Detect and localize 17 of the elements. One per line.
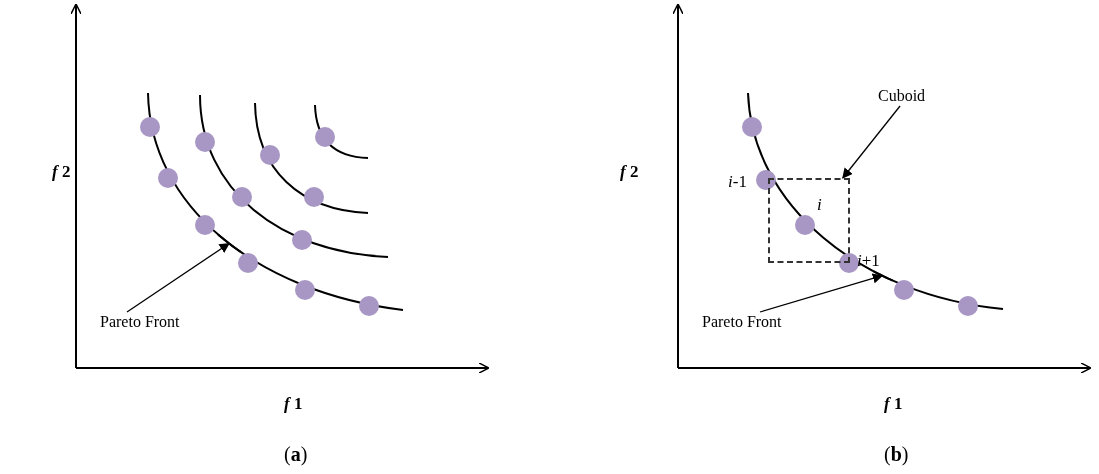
arrow — [126, 242, 230, 313]
text-label: Pareto Front — [702, 312, 812, 332]
curve-segment — [872, 270, 894, 282]
axis-label: (a) — [284, 442, 308, 466]
curve-segment — [217, 233, 242, 253]
text-label: Cuboid — [878, 86, 938, 106]
axis-label: (b) — [884, 442, 909, 466]
arrow — [759, 273, 884, 313]
text-label: Pareto Front — [100, 312, 210, 332]
axis-label: f 2 — [620, 161, 639, 183]
axis-label: i — [817, 194, 822, 216]
axis-label: i-1 — [728, 171, 747, 193]
arrow — [842, 105, 901, 179]
axis-label: f 1 — [284, 393, 303, 415]
dashed-box — [768, 178, 850, 263]
axis-label: f 1 — [884, 393, 903, 415]
axis-label: f 2 — [52, 161, 71, 183]
